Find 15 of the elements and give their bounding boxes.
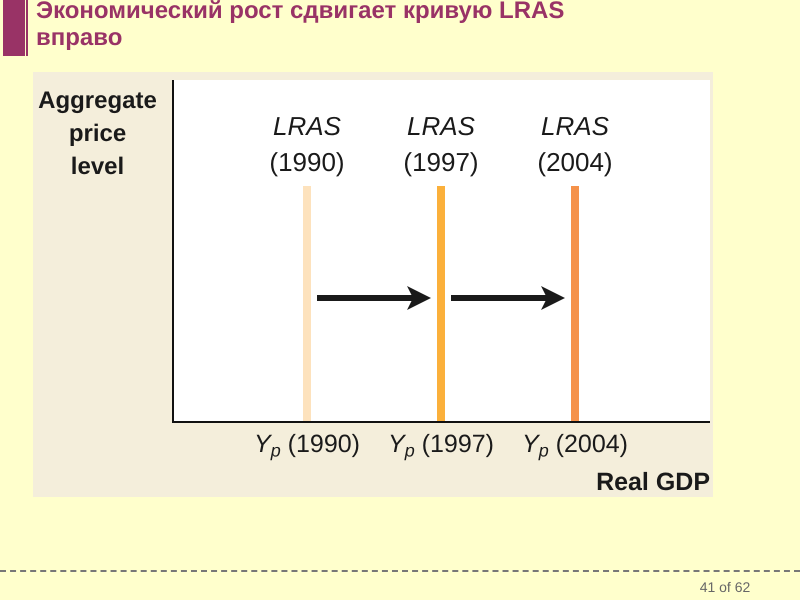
supply-curve <box>437 186 445 421</box>
supply-curve <box>571 186 579 421</box>
curve-label: LRAS (1997) <box>402 110 480 179</box>
axis-title: Aggregate price level <box>37 86 158 182</box>
supply-curve <box>303 186 311 421</box>
shift-arrow <box>451 286 565 310</box>
curve-label: LRAS (1990) <box>268 110 346 179</box>
tick-label: Y$_{p}$ (2004) <box>521 429 629 462</box>
shift-arrow <box>317 286 431 310</box>
tick-label: Y$_{p}$ (1997) <box>387 429 495 462</box>
axis-title: Real GDP <box>595 467 710 498</box>
curve-label: LRAS (2004) <box>536 110 614 179</box>
tick-label: Y$_{p}$ (1990) <box>253 429 361 462</box>
slide-title: Экономический рост сдвигает кривую LRAS вправо <box>36 0 566 51</box>
page-number: 41 of 62 <box>698 578 752 596</box>
